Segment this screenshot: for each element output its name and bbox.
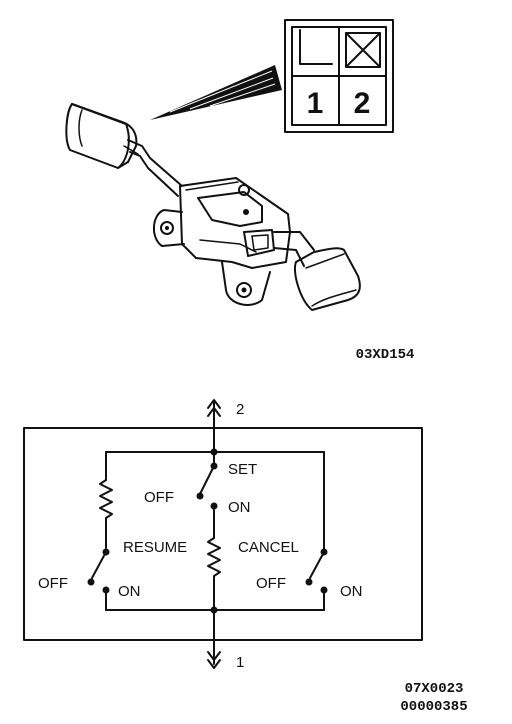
circuit-diagram: 2 1 SET OFF ON bbox=[23, 399, 423, 671]
resume-on-label: ON bbox=[118, 583, 141, 600]
resume-resistor bbox=[207, 529, 221, 611]
connector-face-view: 1 2 bbox=[284, 19, 394, 133]
blank-cavity-icon bbox=[345, 32, 381, 68]
switch-body bbox=[179, 177, 291, 269]
set-switch: SET OFF ON bbox=[144, 451, 257, 531]
cancel-label: CANCEL bbox=[238, 539, 299, 556]
connector-key-outline bbox=[299, 29, 333, 65]
resume-switch: RESUME OFF ON bbox=[38, 451, 187, 611]
set-off-label: OFF bbox=[144, 489, 174, 506]
connector-pin-1: 1 bbox=[307, 87, 324, 120]
switch-lever bbox=[273, 231, 361, 311]
left-mounting-ear bbox=[153, 209, 185, 247]
switch-housing-outline bbox=[23, 427, 423, 641]
connector-pin-2: 2 bbox=[354, 87, 371, 120]
figure-code-bottom-2: 00000385 bbox=[400, 699, 467, 715]
figure-code-bottom-1: 07X0023 bbox=[405, 681, 464, 697]
left-resistor bbox=[99, 479, 113, 549]
resume-off-label: OFF bbox=[38, 575, 68, 592]
terminal-1-label: 1 bbox=[236, 654, 244, 671]
view-pointer bbox=[150, 65, 282, 120]
terminal-1-arrow-icon bbox=[207, 651, 221, 669]
cancel-switch: CANCEL OFF ON bbox=[238, 451, 363, 611]
set-on-label: ON bbox=[228, 499, 251, 516]
set-label: SET bbox=[228, 461, 257, 478]
terminal-2-label: 2 bbox=[236, 401, 244, 418]
switch-assembly-illustration bbox=[65, 103, 361, 311]
connector-plug bbox=[65, 103, 183, 197]
view-pointer-hatch bbox=[169, 70, 276, 113]
cancel-off-label: OFF bbox=[256, 575, 286, 592]
bottom-mounting-ear bbox=[221, 261, 271, 306]
resume-label: RESUME bbox=[123, 539, 187, 556]
figure-code-top: 03XD154 bbox=[356, 347, 415, 363]
cancel-on-label: ON bbox=[340, 583, 363, 600]
